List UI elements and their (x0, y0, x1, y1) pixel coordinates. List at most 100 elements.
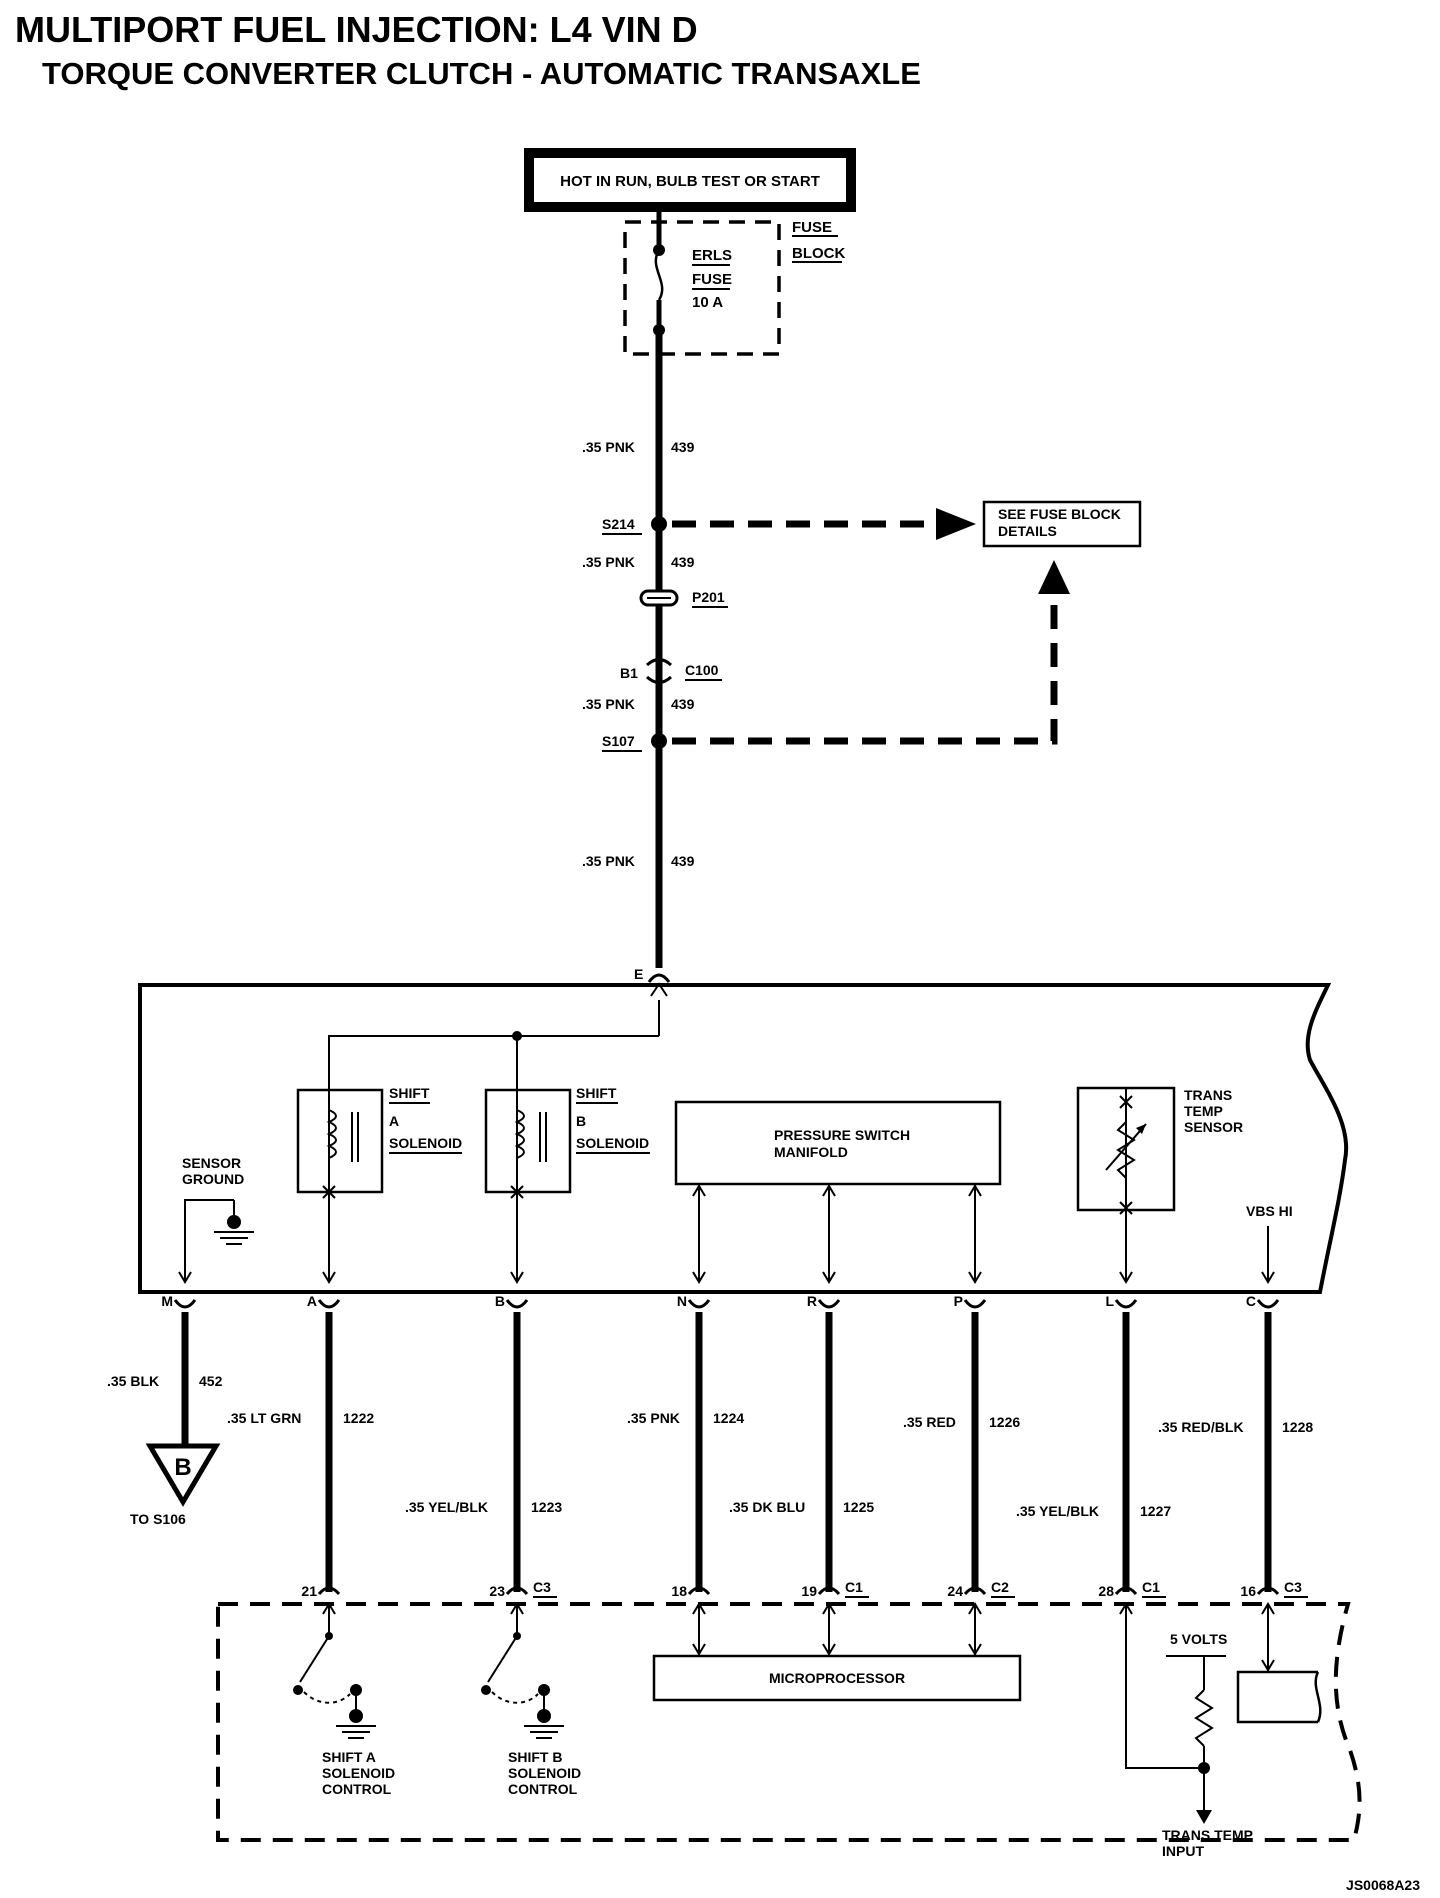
svg-text:TEMP: TEMP (1184, 1103, 1223, 1119)
svg-text:PRESSURE SWITCH: PRESSURE SWITCH (774, 1127, 910, 1143)
wire-1223: B .35 YEL/BLK 1223 23 C3 (405, 1271, 562, 1615)
transaxle-pin-A: A (307, 1293, 317, 1309)
svg-text:SOLENOID: SOLENOID (576, 1135, 649, 1151)
svg-text:5 VOLTS: 5 VOLTS (1170, 1631, 1227, 1647)
svg-text:E: E (634, 966, 643, 982)
trans-temp-sensor: TRANS TEMP SENSOR (1076, 1086, 1243, 1282)
fuse-block: FUSE BLOCK (623, 219, 845, 356)
svg-text:CONTROL: CONTROL (508, 1781, 578, 1797)
svg-text:SHIFT A: SHIFT A (322, 1749, 376, 1765)
diagram-code: JS0068A23 (1346, 1877, 1420, 1893)
fuse-label-2: FUSE (692, 271, 732, 288)
feed-gauge-1: .35 PNK (582, 439, 635, 455)
transaxle-body (138, 983, 1349, 1294)
wire-gauge-1224: .35 PNK (627, 1410, 680, 1426)
pcm-pin-28: 28 (1098, 1583, 1114, 1599)
transaxle-pin-L: L (1105, 1293, 1114, 1309)
pcm-pin-16: 16 (1240, 1583, 1256, 1599)
svg-text:SOLENOID: SOLENOID (322, 1765, 395, 1781)
wire-circuit-1228: 1228 (1282, 1419, 1313, 1435)
wire-gauge-1223: .35 YEL/BLK (405, 1499, 488, 1515)
feed-circuit-1: 439 (671, 439, 695, 455)
svg-text:CONTROL: CONTROL (322, 1781, 392, 1797)
svg-text:C100: C100 (685, 662, 719, 678)
manifold-leads (692, 1184, 982, 1282)
svg-text:P201: P201 (692, 589, 725, 605)
pcm-pin-19: 19 (801, 1583, 817, 1599)
svg-text:DETAILS: DETAILS (998, 523, 1057, 539)
pcm-box (216, 1602, 1362, 1842)
power-source-label: HOT IN RUN, BULB TEST OR START (560, 173, 820, 190)
wire-1222: A .35 LT GRN 1222 21 (227, 1271, 374, 1615)
transaxle-pin-R: R (807, 1293, 817, 1309)
transaxle-pin-M: M (161, 1293, 173, 1309)
transaxle-pin-B: B (495, 1293, 505, 1309)
transaxle-pin-C: C (1246, 1293, 1256, 1309)
pcm-pin-18: 18 (671, 1583, 687, 1599)
pcm-connector-C3: C3 (1284, 1579, 1302, 1595)
svg-text:TRANS TEMP: TRANS TEMP (1162, 1827, 1253, 1843)
page-title: MULTIPORT FUEL INJECTION: L4 VIN D (15, 9, 698, 50)
fuse-block-label-1: FUSE (792, 219, 832, 236)
svg-text:SHIFT: SHIFT (576, 1085, 617, 1101)
s214-arrow-icon (936, 508, 976, 540)
microprocessor: MICROPROCESSOR (652, 1606, 1022, 1702)
splice-s214: S214 (602, 516, 667, 535)
connector-e: E (634, 966, 671, 1036)
svg-text:MANIFOLD: MANIFOLD (774, 1144, 848, 1160)
feed-circuit-2: 439 (671, 554, 695, 570)
svg-text:SEE FUSE BLOCK: SEE FUSE BLOCK (998, 506, 1121, 522)
shift-a-solenoid: SHIFT A SOLENOID (296, 1080, 462, 1282)
transaxle-pin-N: N (677, 1293, 687, 1309)
wire-circuit-1224: 1224 (713, 1410, 744, 1426)
page-subtitle: TORQUE CONVERTER CLUTCH - AUTOMATIC TRAN… (42, 56, 921, 91)
pcm-pin-21: 21 (301, 1583, 317, 1599)
wire-gauge-1222: .35 LT GRN (227, 1410, 301, 1426)
svg-text:B: B (174, 1454, 191, 1481)
svg-text:SOLENOID: SOLENOID (508, 1765, 581, 1781)
svg-text:SOLENOID: SOLENOID (389, 1135, 462, 1151)
shift-b-solenoid: SHIFT B SOLENOID (484, 1080, 650, 1282)
svg-text:SHIFT B: SHIFT B (508, 1749, 562, 1765)
wire-circuit-1222: 1222 (343, 1410, 374, 1426)
see-fuse-block-details-box: SEE FUSE BLOCK DETAILS (982, 500, 1142, 548)
connector-c100: B1 C100 (620, 658, 722, 684)
svg-text:GROUND: GROUND (182, 1171, 244, 1187)
feed-circuit-4: 439 (671, 853, 695, 869)
pcm-pin-23: 23 (489, 1583, 505, 1599)
wire-gauge-452: .35 BLK (107, 1373, 159, 1389)
sensor-ground: SENSOR GROUND (182, 1155, 254, 1282)
feed-gauge-4: .35 PNK (582, 853, 635, 869)
svg-text:MICROPROCESSOR: MICROPROCESSOR (769, 1670, 905, 1686)
wire-circuit-1225: 1225 (843, 1499, 874, 1515)
pcm-connector-C3: C3 (533, 1579, 551, 1595)
svg-text:TRANS: TRANS (1184, 1087, 1232, 1103)
wire-gauge-1225: .35 DK BLU (729, 1499, 805, 1515)
svg-text:B1: B1 (620, 665, 638, 681)
svg-text:S214: S214 (602, 516, 635, 532)
svg-text:S107: S107 (602, 733, 635, 749)
svg-text:TO S106: TO S106 (130, 1511, 186, 1527)
svg-text:A: A (389, 1113, 399, 1129)
shift-b-control-switch: SHIFT B SOLENOID CONTROL (481, 1606, 581, 1797)
feed-circuit-3: 439 (671, 696, 695, 712)
splice-s107: S107 (602, 733, 667, 752)
shift-a-control-switch: SHIFT A SOLENOID CONTROL (293, 1606, 395, 1797)
pcm-connector-C1: C1 (1142, 1579, 1160, 1595)
svg-text:SENSOR: SENSOR (1184, 1119, 1243, 1135)
power-source-box: HOT IN RUN, BULB TEST OR START (524, 148, 856, 212)
solenoid-power-bus (328, 1035, 659, 1080)
fuse-label-1: ERLS (692, 247, 732, 264)
svg-text:SENSOR: SENSOR (182, 1155, 241, 1171)
wire-circuit-1227: 1227 (1140, 1503, 1171, 1519)
wire-circuit-1223: 1223 (531, 1499, 562, 1515)
feed-gauge-2: .35 PNK (582, 554, 635, 570)
s107-dashed-link (672, 598, 1058, 745)
wire-circuit-1226: 1226 (989, 1414, 1020, 1430)
